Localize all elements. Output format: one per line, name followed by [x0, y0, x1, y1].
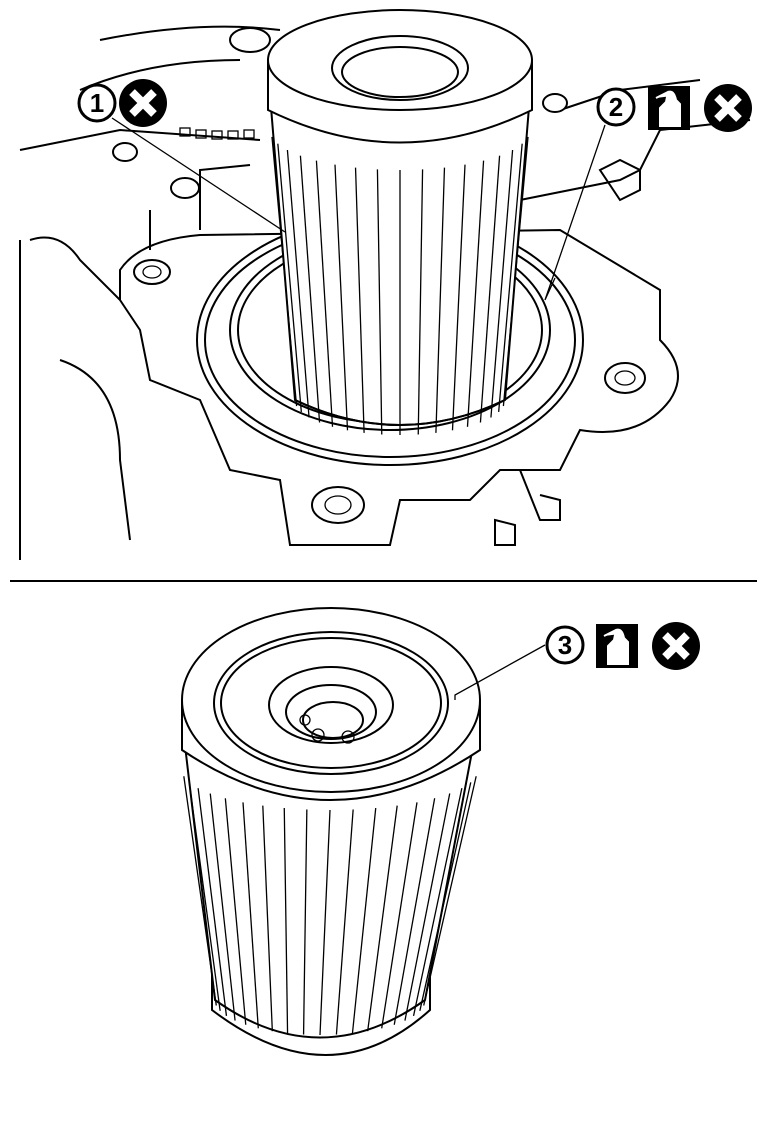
- gear-teeth: [179, 127, 255, 140]
- filter-pleat: [419, 782, 472, 1011]
- filter-pleat: [367, 805, 398, 1032]
- svg-text:1: 1: [90, 88, 104, 118]
- filter-pleat: [381, 802, 418, 1029]
- filter-pleat: [302, 809, 308, 1035]
- filter-pleat: [412, 788, 463, 1017]
- filter-pleat: [262, 805, 273, 1032]
- filter-pleat: [299, 155, 321, 423]
- filter-pleat: [183, 776, 217, 1006]
- filter-pleat: [334, 164, 349, 431]
- svg-text:3: 3: [558, 630, 572, 660]
- filter-pleat: [315, 160, 334, 427]
- filter-pleat: [197, 788, 228, 1016]
- callout-3: 3: [545, 622, 700, 670]
- do-not-reuse-icon: [119, 79, 167, 127]
- o-ring-1: [331, 35, 469, 101]
- filter-pleat: [286, 149, 310, 418]
- o-ring-3: [213, 631, 449, 775]
- filter-pleat: [224, 798, 247, 1025]
- oil-filter-top: [267, 9, 533, 435]
- filter-pleat: [319, 809, 331, 1036]
- filter-pleat: [188, 782, 221, 1011]
- filter-pleat: [271, 136, 298, 407]
- filter-pleat: [498, 143, 523, 413]
- callout-1: 1: [77, 79, 167, 127]
- transmission-housing: [19, 25, 751, 560]
- filter-pleat: [376, 169, 383, 435]
- filter-pleat: [354, 167, 365, 433]
- filter-pleat: [242, 802, 259, 1029]
- filter-pleat: [466, 160, 485, 427]
- oil-filter-removed: [180, 607, 481, 1056]
- filter-pleat: [393, 798, 436, 1025]
- svg-text:2: 2: [609, 92, 623, 122]
- filter-pleat: [435, 167, 446, 433]
- filter-pleat: [335, 809, 354, 1035]
- filter-pleat: [502, 136, 529, 407]
- filter-pleat: [490, 149, 514, 418]
- filter-pleat: [209, 793, 236, 1021]
- filter-pleat: [451, 164, 466, 431]
- apply-oil-icon: [596, 624, 638, 668]
- filter-pleat: [417, 169, 424, 435]
- filter-pleat: [351, 807, 377, 1034]
- filter-pleat: [479, 155, 501, 423]
- do-not-reuse-icon: [704, 84, 752, 132]
- callout-2: 2: [596, 84, 752, 132]
- filter-pleat: [277, 143, 302, 413]
- apply-oil-icon: [648, 86, 690, 130]
- filter-pleat: [283, 808, 289, 1034]
- filter-pleat: [404, 793, 451, 1021]
- filter-pleat: [423, 776, 477, 1006]
- do-not-reuse-icon: [652, 622, 700, 670]
